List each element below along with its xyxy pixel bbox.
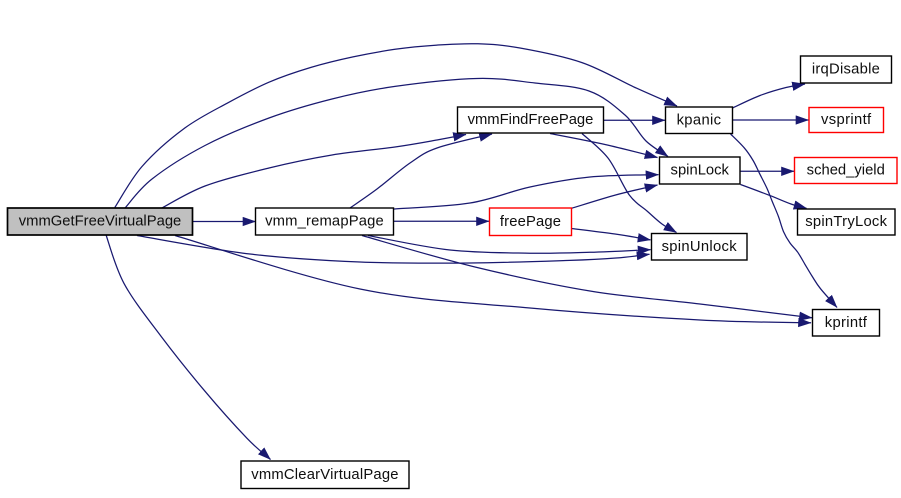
svg-text:spinLock: spinLock (671, 163, 730, 179)
svg-text:freePage: freePage (500, 214, 561, 230)
svg-text:spinUnlock: spinUnlock (662, 239, 738, 255)
svg-text:vmmFindFreePage: vmmFindFreePage (468, 112, 594, 128)
svg-text:vmmClearVirtualPage: vmmClearVirtualPage (251, 467, 398, 483)
svg-text:vmm_remapPage: vmm_remapPage (265, 214, 384, 230)
svg-text:vsprintf: vsprintf (821, 112, 872, 128)
svg-text:kprintf: kprintf (825, 315, 868, 331)
svg-text:sched_yield: sched_yield (807, 163, 885, 179)
svg-text:kpanic: kpanic (677, 112, 722, 128)
svg-text:vmmGetFreeVirtualPage: vmmGetFreeVirtualPage (19, 214, 182, 230)
svg-text:irqDisable: irqDisable (812, 62, 880, 78)
svg-text:spinTryLock: spinTryLock (805, 214, 887, 230)
